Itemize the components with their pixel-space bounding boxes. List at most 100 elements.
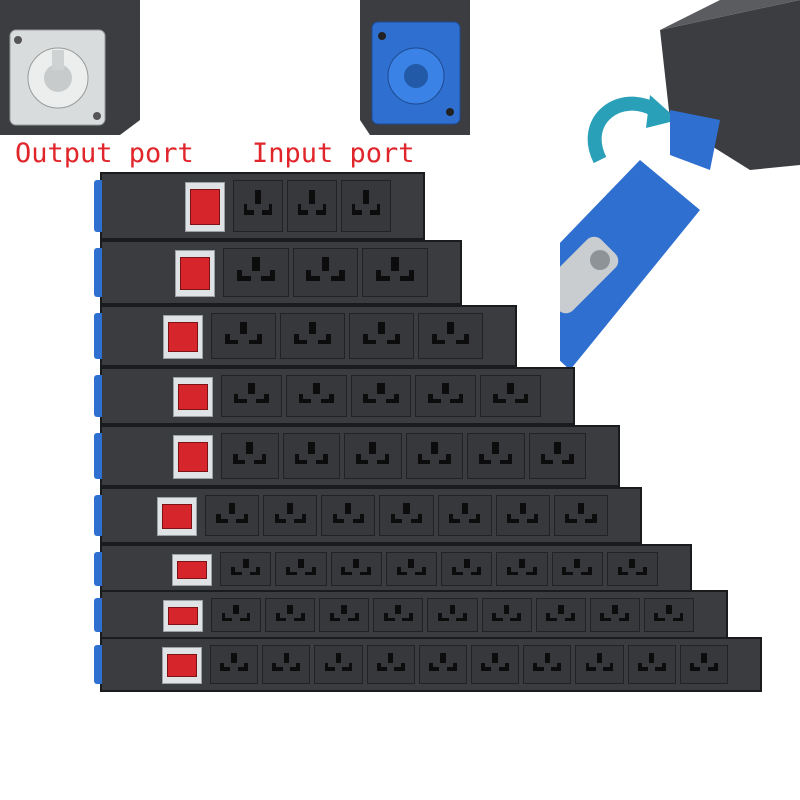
socket-hole xyxy=(369,441,377,455)
socket-hole xyxy=(500,459,513,464)
power-switch[interactable] xyxy=(163,315,203,359)
socket-hole xyxy=(540,453,546,464)
outlet-socket xyxy=(528,433,586,479)
pdu-input-connector xyxy=(94,598,102,632)
socket-hole xyxy=(321,257,330,271)
socket-hole xyxy=(609,662,614,671)
socket-hole xyxy=(400,276,415,281)
power-switch[interactable] xyxy=(172,554,212,586)
socket-hole xyxy=(395,604,402,614)
power-switch[interactable] xyxy=(175,250,215,297)
outlet-socket xyxy=(275,552,327,586)
socket-hole xyxy=(377,383,385,395)
outlet-socket xyxy=(441,552,493,586)
rotate-arrow-icon xyxy=(587,95,678,164)
power-switch[interactable] xyxy=(157,497,197,536)
socket-hole xyxy=(224,339,239,344)
outlet-socket xyxy=(437,495,492,536)
socket-hole xyxy=(477,567,482,575)
socket-hole xyxy=(307,441,315,455)
socket-hole xyxy=(244,662,248,671)
socket-hole xyxy=(446,453,451,464)
pdu-strip xyxy=(94,487,642,544)
socket-hole xyxy=(453,662,457,671)
socket-hole xyxy=(315,210,327,215)
socket-hole xyxy=(315,459,328,464)
power-switch[interactable] xyxy=(173,377,213,417)
socket-hole xyxy=(236,270,242,281)
socket-hole xyxy=(446,667,457,672)
power-switch[interactable] xyxy=(162,647,202,684)
input-connector-photo xyxy=(360,0,470,135)
socket-hole xyxy=(287,503,294,514)
socket-hole xyxy=(296,662,301,671)
outlet-socket xyxy=(321,495,376,536)
socket-hole xyxy=(505,662,509,671)
outlet-socket xyxy=(319,598,370,632)
socket-hole xyxy=(297,210,309,215)
socket-hole xyxy=(396,567,401,575)
socket-hole xyxy=(461,503,468,514)
socket-hole xyxy=(385,399,399,404)
pdu-strip xyxy=(94,367,575,425)
socket-hole xyxy=(492,613,496,621)
socket-hole xyxy=(246,441,254,455)
outlet-socket xyxy=(405,433,463,479)
socket-hole xyxy=(289,667,301,672)
socket-hole xyxy=(402,617,413,621)
socket-hole xyxy=(565,518,577,523)
socket-hole xyxy=(519,503,526,514)
socket-hole xyxy=(272,662,277,671)
socket-hole xyxy=(246,613,251,621)
plug-insertion-photo xyxy=(500,0,800,400)
socket-hole xyxy=(341,571,353,575)
socket-hole xyxy=(428,394,433,403)
outlet-socket xyxy=(379,495,434,536)
outlet-socket xyxy=(575,645,624,684)
socket-hole xyxy=(661,662,666,671)
socket-hole xyxy=(564,617,576,621)
outlet-socket xyxy=(467,433,525,479)
socket-hole xyxy=(255,190,261,204)
socket-hole xyxy=(395,333,401,344)
socket-hole xyxy=(625,613,630,621)
power-switch[interactable] xyxy=(163,600,203,632)
socket-hole xyxy=(464,333,470,344)
power-switch[interactable] xyxy=(185,182,225,232)
socket-hole xyxy=(507,567,512,575)
socket-hole xyxy=(329,394,334,403)
socket-hole xyxy=(679,613,684,621)
socket-hole xyxy=(518,558,525,568)
socket-hole xyxy=(228,503,236,514)
outlet-socket xyxy=(221,375,282,417)
socket-hole xyxy=(233,394,239,403)
socket-hole xyxy=(557,604,564,614)
socket-hole xyxy=(492,441,500,455)
socket-hole xyxy=(403,503,410,514)
socket-hole xyxy=(390,513,395,523)
socket-hole xyxy=(517,613,522,621)
pdu-input-connector xyxy=(94,552,102,586)
socket-hole xyxy=(239,321,248,335)
outlet-socket xyxy=(344,433,402,479)
socket-hole xyxy=(306,270,312,281)
socket-hole xyxy=(546,613,551,621)
outlet-socket xyxy=(627,645,676,684)
socket-hole xyxy=(596,652,603,664)
socket-hole xyxy=(369,210,381,215)
socket-hole xyxy=(415,571,427,575)
socket-hole xyxy=(581,571,592,575)
socket-hole xyxy=(298,394,304,403)
socket-hole xyxy=(390,518,403,523)
socket-hole xyxy=(562,571,574,575)
socket-hole xyxy=(557,662,562,671)
input-port-label: Input port xyxy=(252,138,415,169)
power-switch[interactable] xyxy=(173,435,213,479)
switch-rocker xyxy=(168,322,198,352)
socket-hole xyxy=(220,667,231,672)
socket-hole xyxy=(294,459,307,464)
socket-hole xyxy=(449,604,456,614)
socket-hole xyxy=(450,399,464,404)
switch-rocker xyxy=(190,189,220,225)
socket-hole xyxy=(383,613,388,621)
